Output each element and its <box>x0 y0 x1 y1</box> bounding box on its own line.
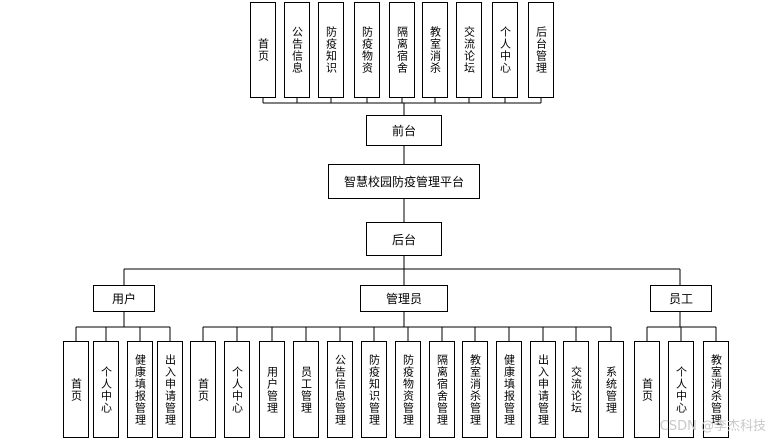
back-node-label: 后台 <box>391 232 416 247</box>
leaf-item-label: 个人中心 <box>99 365 113 414</box>
leaf-item-label: 首页 <box>640 377 654 402</box>
leaf-item-label: 健康填报管理 <box>133 353 147 426</box>
leaf-item-label: 个人中心 <box>674 365 688 414</box>
leaf-item-label: 首页 <box>69 377 83 402</box>
front-node-label: 前台 <box>391 124 416 138</box>
leaf-item: 健康填报管理 <box>496 341 522 438</box>
front-item-label: 交流论坛 <box>462 26 476 74</box>
front-item-label: 首页 <box>256 38 270 62</box>
root-node: 智慧校园防疫管理平台 <box>328 164 480 199</box>
leaf-item: 教室消杀管理 <box>703 341 729 438</box>
front-item: 公告信息 <box>284 2 310 98</box>
leaf-item: 健康填报管理 <box>127 341 153 438</box>
front-item-label: 教室消杀 <box>428 26 442 74</box>
role-node: 员工 <box>650 285 712 312</box>
leaf-item-label: 出入申请管理 <box>536 353 550 426</box>
leaf-item: 首页 <box>63 341 89 438</box>
leaf-item-label: 用户管理 <box>265 365 279 414</box>
leaf-item: 防疫物资管理 <box>395 341 421 438</box>
leaf-item-label: 隔离宿舍管理 <box>435 353 449 426</box>
leaf-item: 交流论坛 <box>563 341 589 438</box>
leaf-item-label: 个人中心 <box>230 365 244 414</box>
leaf-item-label: 教室消杀管理 <box>468 353 482 426</box>
front-item-label: 个人中心 <box>498 26 512 74</box>
leaf-item: 个人中心 <box>668 341 694 438</box>
front-item: 个人中心 <box>492 2 518 98</box>
front-item: 首页 <box>250 2 276 98</box>
leaf-item: 首页 <box>634 341 660 438</box>
leaf-item-label: 公告信息管理 <box>333 353 347 426</box>
front-item: 防疫物资 <box>354 2 380 98</box>
role-node: 用户 <box>93 285 155 312</box>
role-node-label: 员工 <box>668 292 693 306</box>
front-item: 后台管理 <box>528 2 554 98</box>
watermark: CSDN @李杰科技 <box>659 419 766 434</box>
leaf-item: 个人中心 <box>224 341 250 438</box>
leaf-item: 隔离宿舍管理 <box>429 341 455 438</box>
front-item-label: 隔离宿舍 <box>395 26 409 74</box>
leaf-item-label: 员工管理 <box>299 365 313 414</box>
front-item: 教室消杀 <box>422 2 448 98</box>
leaf-item-label: 交流论坛 <box>569 365 583 414</box>
leaf-item-label: 防疫知识管理 <box>367 353 381 426</box>
leaf-item-label: 出入申请管理 <box>163 353 177 426</box>
leaf-item-label: 教室消杀管理 <box>709 353 723 426</box>
front-item-label: 后台管理 <box>534 26 548 74</box>
leaf-item-label: 系统管理 <box>604 365 618 414</box>
leaf-item-label: 健康填报管理 <box>502 353 516 426</box>
leaf-item: 系统管理 <box>598 341 624 438</box>
leaf-item: 公告信息管理 <box>327 341 353 438</box>
leaf-item: 出入申请管理 <box>157 341 183 438</box>
root-node-label: 智慧校园防疫管理平台 <box>343 175 464 189</box>
role-node-label: 用户 <box>111 292 136 306</box>
leaf-item: 首页 <box>190 341 216 438</box>
leaf-item: 出入申请管理 <box>530 341 556 438</box>
front-item-label: 公告信息 <box>290 26 304 74</box>
back-node: 后台 <box>366 222 442 256</box>
front-item-label: 防疫知识 <box>324 26 338 74</box>
front-item: 防疫知识 <box>318 2 344 98</box>
leaf-item: 用户管理 <box>259 341 285 438</box>
leaf-item: 员工管理 <box>293 341 319 438</box>
front-item-label: 防疫物资 <box>360 26 374 74</box>
front-item: 隔离宿舍 <box>389 2 415 98</box>
leaf-item: 个人中心 <box>93 341 119 438</box>
front-item: 交流论坛 <box>456 2 482 98</box>
leaf-item: 教室消杀管理 <box>462 341 488 438</box>
role-node: 管理员 <box>360 285 448 312</box>
front-node: 前台 <box>366 115 442 146</box>
leaf-item-label: 首页 <box>196 377 210 402</box>
leaf-item-label: 防疫物资管理 <box>401 353 415 426</box>
leaf-item: 防疫知识管理 <box>361 341 387 438</box>
role-node-label: 管理员 <box>385 292 422 306</box>
